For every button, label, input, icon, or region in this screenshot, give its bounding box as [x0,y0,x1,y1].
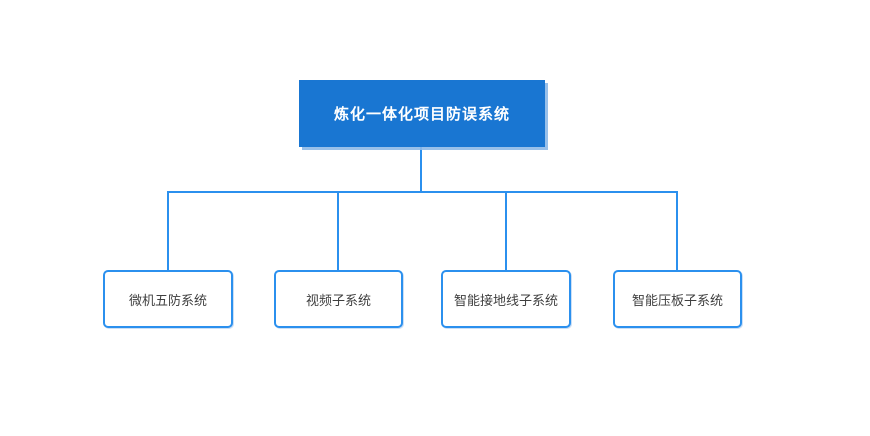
child-node-label: 微机五防系统 [128,292,207,308]
diagram-node-video[interactable]: 视频子系统 [274,270,403,328]
diagram-node-plate[interactable]: 智能压板子系统 [613,270,742,328]
diagram-node-wjwf[interactable]: 微机五防系统 [103,270,233,328]
diagram-node-root[interactable]: 炼化一体化项目防误系统 [299,80,545,147]
child-node-label: 视频子系统 [305,292,371,308]
diagram-node-grounding[interactable]: 智能接地线子系统 [441,270,571,328]
child-node-label: 智能接地线子系统 [453,292,558,308]
root-node-label: 炼化一体化项目防误系统 [333,106,510,123]
connector-path [167,147,678,270]
child-node-label: 智能压板子系统 [631,292,723,308]
